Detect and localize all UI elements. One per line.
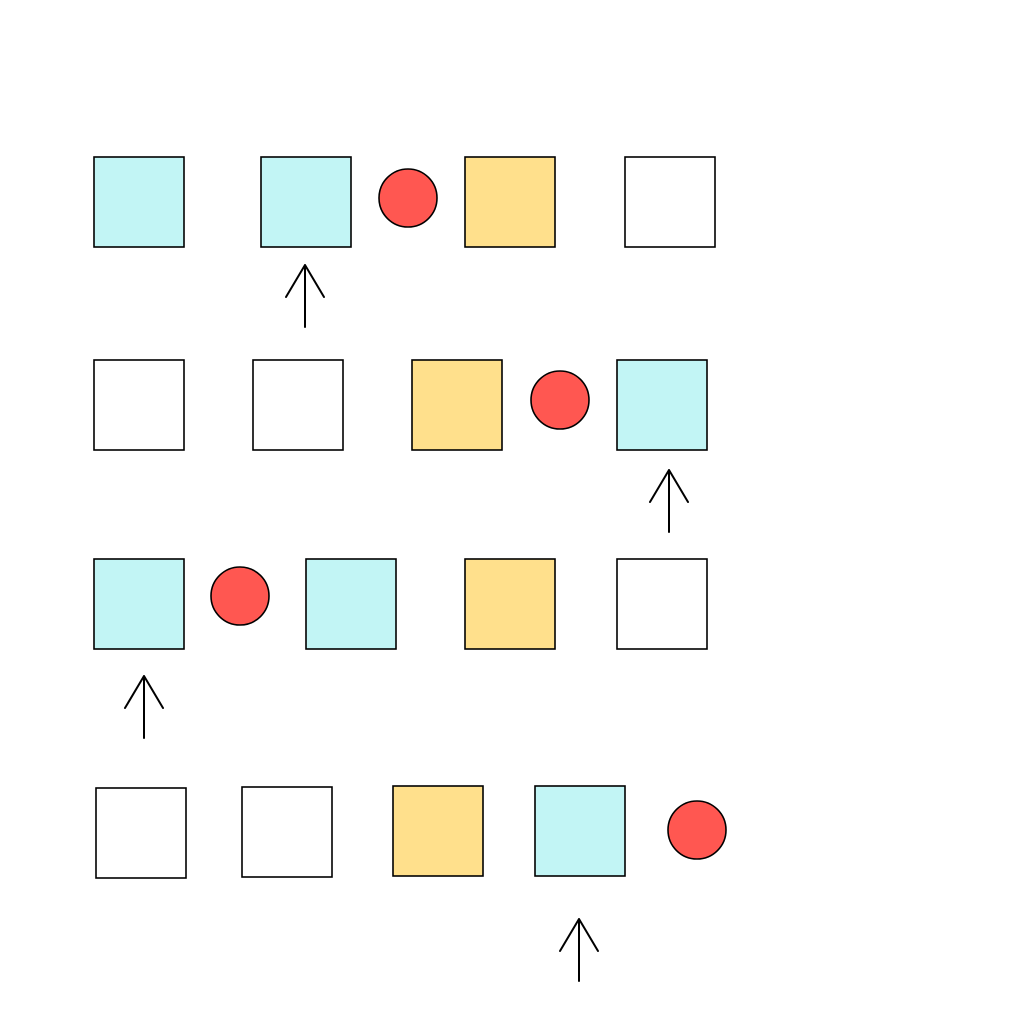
- square-white: [241, 786, 333, 878]
- square-yellow: [464, 156, 556, 248]
- square-white: [93, 359, 185, 451]
- square-white: [95, 787, 187, 879]
- square-cyan: [305, 558, 397, 650]
- up-arrow-icon: [559, 918, 599, 982]
- square-cyan: [260, 156, 352, 248]
- up-arrow-icon: [649, 469, 689, 533]
- square-yellow: [411, 359, 503, 451]
- square-cyan: [93, 156, 185, 248]
- row-3: [93, 558, 708, 739]
- row-1: [93, 156, 716, 328]
- up-arrow-icon: [124, 675, 164, 739]
- row-2: [93, 359, 708, 533]
- row-4: [95, 785, 727, 982]
- up-arrow-icon: [285, 264, 325, 328]
- red-ball: [210, 566, 270, 626]
- square-white: [616, 558, 708, 650]
- square-white: [624, 156, 716, 248]
- square-yellow: [464, 558, 556, 650]
- square-cyan: [534, 785, 626, 877]
- square-white: [252, 359, 344, 451]
- red-ball: [530, 370, 590, 430]
- red-ball: [667, 800, 727, 860]
- square-cyan: [93, 558, 185, 650]
- red-ball: [378, 168, 438, 228]
- square-yellow: [392, 785, 484, 877]
- square-cyan: [616, 359, 708, 451]
